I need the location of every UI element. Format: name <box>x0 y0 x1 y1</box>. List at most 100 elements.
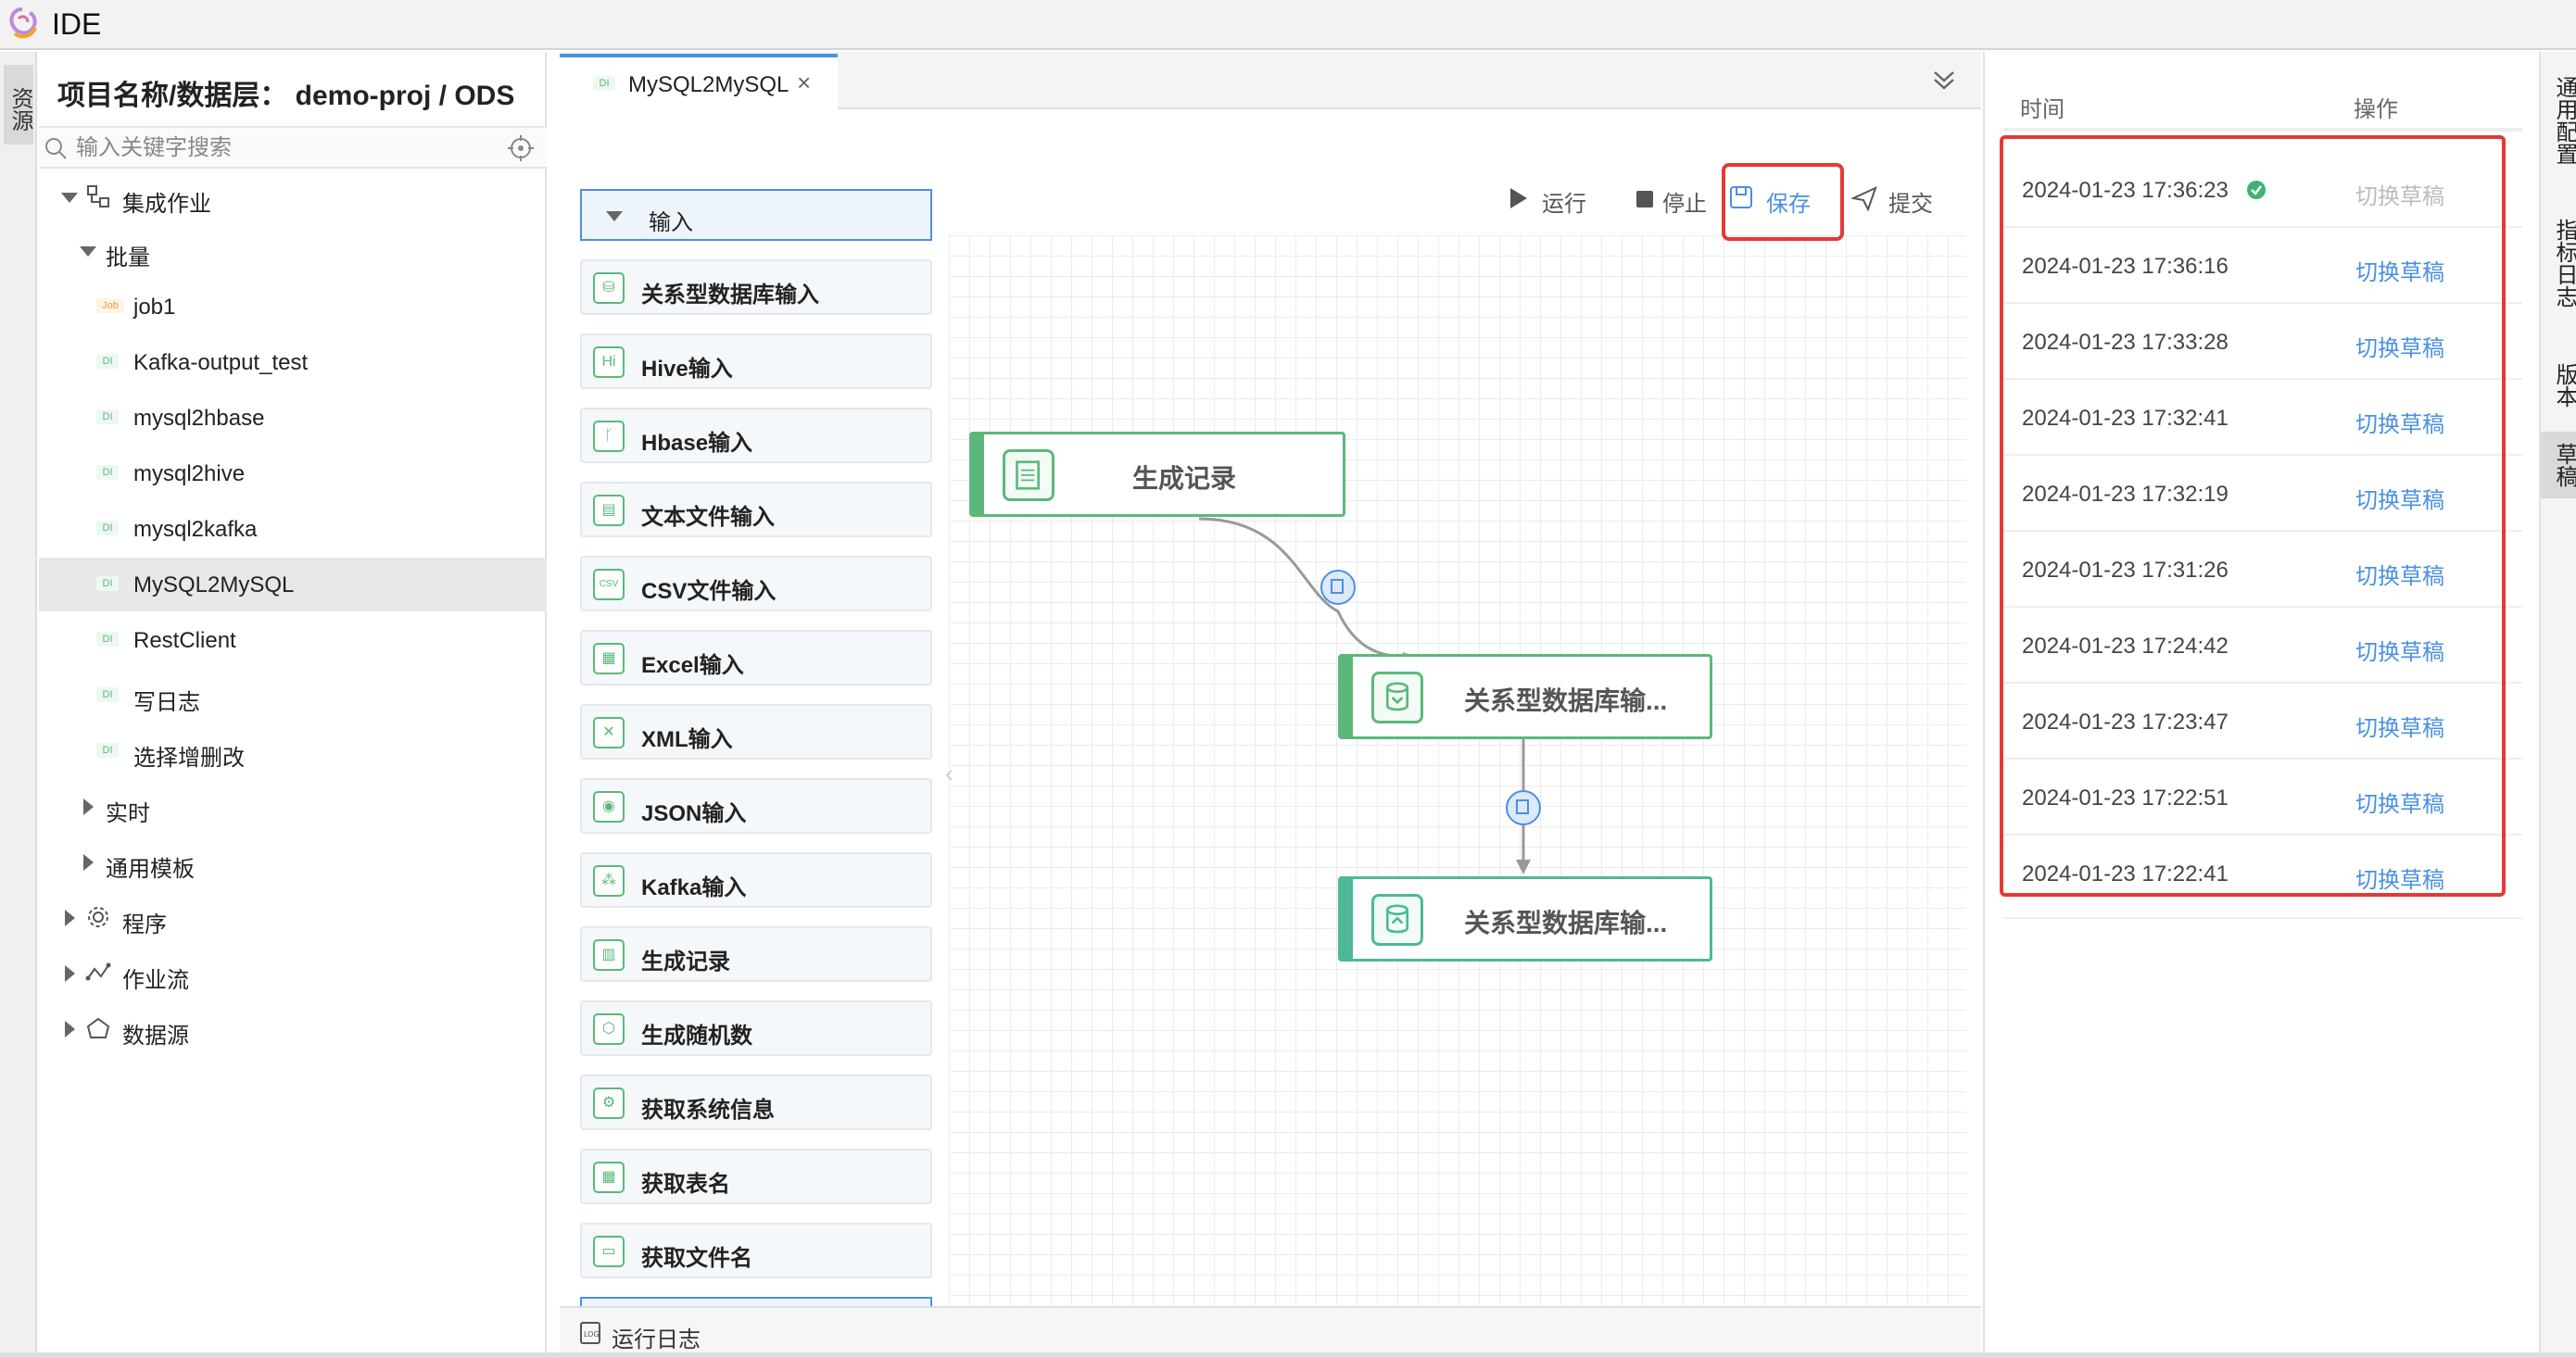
palette-item-label: JSON输入 <box>641 801 747 826</box>
node-rdb-input[interactable]: 关系型数据库输... <box>1338 654 1712 739</box>
rail-tab-metrics-log[interactable]: 指标日志 <box>2552 219 2576 308</box>
draft-row: 2024-01-23 17:31:26 切换草稿 <box>2003 532 2522 608</box>
switch-draft-button[interactable]: 切换草稿 <box>2355 412 2444 437</box>
tree-item-datasources[interactable]: 数据源 <box>39 1002 547 1056</box>
random-icon: ⬡ <box>593 1013 625 1045</box>
header-divider <box>2003 128 2522 132</box>
table-bottom-divider <box>2003 917 2522 919</box>
canvas-grid[interactable] <box>949 235 1966 1308</box>
tree-item-workflows[interactable]: 作业流 <box>39 947 547 1000</box>
node-generate-records[interactable]: 生成记录 <box>969 432 1345 517</box>
switch-draft-button[interactable]: 切换草稿 <box>2355 716 2444 741</box>
run-log-bar[interactable]: LOG 运行日志 <box>560 1306 1981 1358</box>
tree-item-mysql2hbase[interactable]: DI mysql2hbase <box>39 391 547 445</box>
rail-tab-versions[interactable]: 版本 <box>2552 363 2576 408</box>
tree-item-mysql2kafka[interactable]: DI mysql2kafka <box>39 502 547 556</box>
records-icon <box>1003 449 1054 501</box>
hive-icon: Hi <box>593 346 625 378</box>
palette-item-label: CSV文件输入 <box>641 579 777 604</box>
palette-item-table-name[interactable]: ▦ 获取表名 <box>580 1149 932 1204</box>
draft-time: 2024-01-23 17:36:16 <box>2022 254 2229 279</box>
chevron-right-icon[interactable] <box>83 798 94 815</box>
tree-item-label: mysql2kafka <box>133 517 258 542</box>
tree-search-bar <box>39 126 547 169</box>
system-info-icon: ⚙ <box>593 1088 625 1119</box>
palette-item-system-info[interactable]: ⚙ 获取系统信息 <box>580 1075 932 1130</box>
chevron-down-icon[interactable] <box>61 193 78 203</box>
tree-item-label: MySQL2MySQL <box>133 572 295 597</box>
palette-item-kafka-input[interactable]: ⁂ Kafka输入 <box>580 852 932 908</box>
stop-icon <box>1636 191 1653 207</box>
right-rail: 通用配置 指标日志 版本 草稿 <box>2539 52 2576 1358</box>
chevron-down-icon[interactable] <box>606 211 623 221</box>
tree-item-mysql2hive[interactable]: DI mysql2hive <box>39 446 547 500</box>
draft-time: 2024-01-23 17:32:19 <box>2022 482 2229 507</box>
tree-item-label: 作业流 <box>122 968 189 993</box>
palette-item-label: Excel输入 <box>641 653 744 678</box>
switch-draft-button[interactable]: 切换草稿 <box>2355 640 2444 665</box>
tree-item-integration-jobs[interactable]: 集成作业 <box>39 170 547 224</box>
component-palette: 输入 ⛁ 关系型数据库输入 Hi Hive输入 ᚴ Hbase输入 ▤ 文本文件… <box>560 111 949 1343</box>
switch-draft-button[interactable]: 切换草稿 <box>2355 868 2444 893</box>
collapse-palette-icon[interactable]: ‹ <box>945 760 953 787</box>
close-icon[interactable]: × <box>797 69 812 96</box>
draft-time: 2024-01-23 17:31:26 <box>2022 558 2229 583</box>
palette-item-hbase-input[interactable]: ᚴ Hbase输入 <box>580 408 932 463</box>
chevron-right-icon[interactable] <box>65 1021 75 1037</box>
draft-time: 2024-01-23 17:33:28 <box>2022 330 2229 355</box>
tree-item-kafka-output-test[interactable]: DI Kafka-output_test <box>39 335 547 389</box>
di-badge-icon: DI <box>96 632 119 647</box>
tree-item-label: Kafka-output_test <box>133 350 309 375</box>
palette-item-json-input[interactable]: ◉ JSON输入 <box>580 778 932 834</box>
database-upload-icon <box>1371 894 1423 946</box>
palette-item-rdb-input[interactable]: ⛁ 关系型数据库输入 <box>580 259 932 315</box>
palette-item-xml-input[interactable]: ✕ XML输入 <box>580 704 932 760</box>
switch-draft-button[interactable]: 切换草稿 <box>2355 336 2444 361</box>
tree-item-select-crud[interactable]: DI 选择增删改 <box>39 724 547 778</box>
chevron-right-icon[interactable] <box>83 854 94 871</box>
palette-item-text-file-input[interactable]: ▤ 文本文件输入 <box>580 482 932 537</box>
palette-item-random-number[interactable]: ⬡ 生成随机数 <box>580 1000 932 1056</box>
tab-mysql2mysql[interactable]: DI MySQL2MySQL × <box>560 54 838 109</box>
di-badge-icon: DI <box>96 521 119 535</box>
palette-item-generate-records[interactable]: ▥ 生成记录 <box>580 926 932 982</box>
palette-item-hive-input[interactable]: Hi Hive输入 <box>580 333 932 389</box>
palette-item-csv-input[interactable]: CSV CSV文件输入 <box>580 556 932 611</box>
palette-item-label: 生成随机数 <box>641 1024 752 1049</box>
edge-generate-to-input <box>1198 517 1418 660</box>
tree-search-input[interactable] <box>76 132 502 165</box>
draft-row: 2024-01-23 17:36:23 切换草稿 <box>2003 152 2522 228</box>
tree-item-realtime[interactable]: 实时 <box>39 780 547 834</box>
rail-tab-general-config[interactable]: 通用配置 <box>2552 76 2576 165</box>
switch-draft-button[interactable]: 切换草稿 <box>2355 792 2444 817</box>
chevron-right-icon[interactable] <box>65 910 75 926</box>
switch-draft-button[interactable]: 切换草稿 <box>2355 564 2444 589</box>
palette-item-label: Hbase输入 <box>641 431 753 456</box>
tree-item-programs[interactable]: 程序 <box>39 891 547 945</box>
tree-item-restclient[interactable]: DI RestClient <box>39 613 547 667</box>
tree-item-mysql2mysql[interactable]: DI MySQL2MySQL <box>39 558 547 611</box>
chevron-down-icon[interactable] <box>80 246 96 257</box>
palette-item-label: Hive输入 <box>641 357 733 382</box>
chevron-right-icon[interactable] <box>65 965 75 982</box>
node-rdb-output[interactable]: 关系型数据库输... <box>1338 876 1712 962</box>
palette-item-label: Kafka输入 <box>641 875 747 900</box>
tree-item-write-log[interactable]: DI 写日志 <box>39 669 547 723</box>
database-icon <box>1371 672 1423 723</box>
tree-item-common-templates[interactable]: 通用模板 <box>39 836 547 889</box>
switch-draft-button[interactable]: 切换草稿 <box>2355 260 2444 285</box>
tree-item-batch[interactable]: 批量 <box>39 224 547 278</box>
editor-area: DI MySQL2MySQL × 输入 ⛁ 关系型数据库输入 Hi Hive输入… <box>560 52 1981 1358</box>
palette-item-file-name[interactable]: ▭ 获取文件名 <box>580 1223 932 1278</box>
palette-item-label: 获取文件名 <box>641 1246 752 1271</box>
rail-tab-drafts[interactable]: 草稿 <box>2541 432 2576 498</box>
palette-group-input[interactable]: 输入 <box>580 189 932 241</box>
tree-item-job1[interactable]: Job job1 <box>39 280 547 333</box>
palette-item-excel-input[interactable]: ▦ Excel输入 <box>580 630 932 685</box>
draft-time: 2024-01-23 17:22:41 <box>2022 861 2229 886</box>
double-chevron-down-icon[interactable] <box>1929 65 1959 94</box>
locate-icon[interactable] <box>508 135 534 161</box>
rail-tab-resources[interactable]: 资源 <box>4 65 33 145</box>
switch-draft-button[interactable]: 切换草稿 <box>2355 488 2444 513</box>
draft-row: 2024-01-23 17:33:28 切换草稿 <box>2003 304 2522 380</box>
